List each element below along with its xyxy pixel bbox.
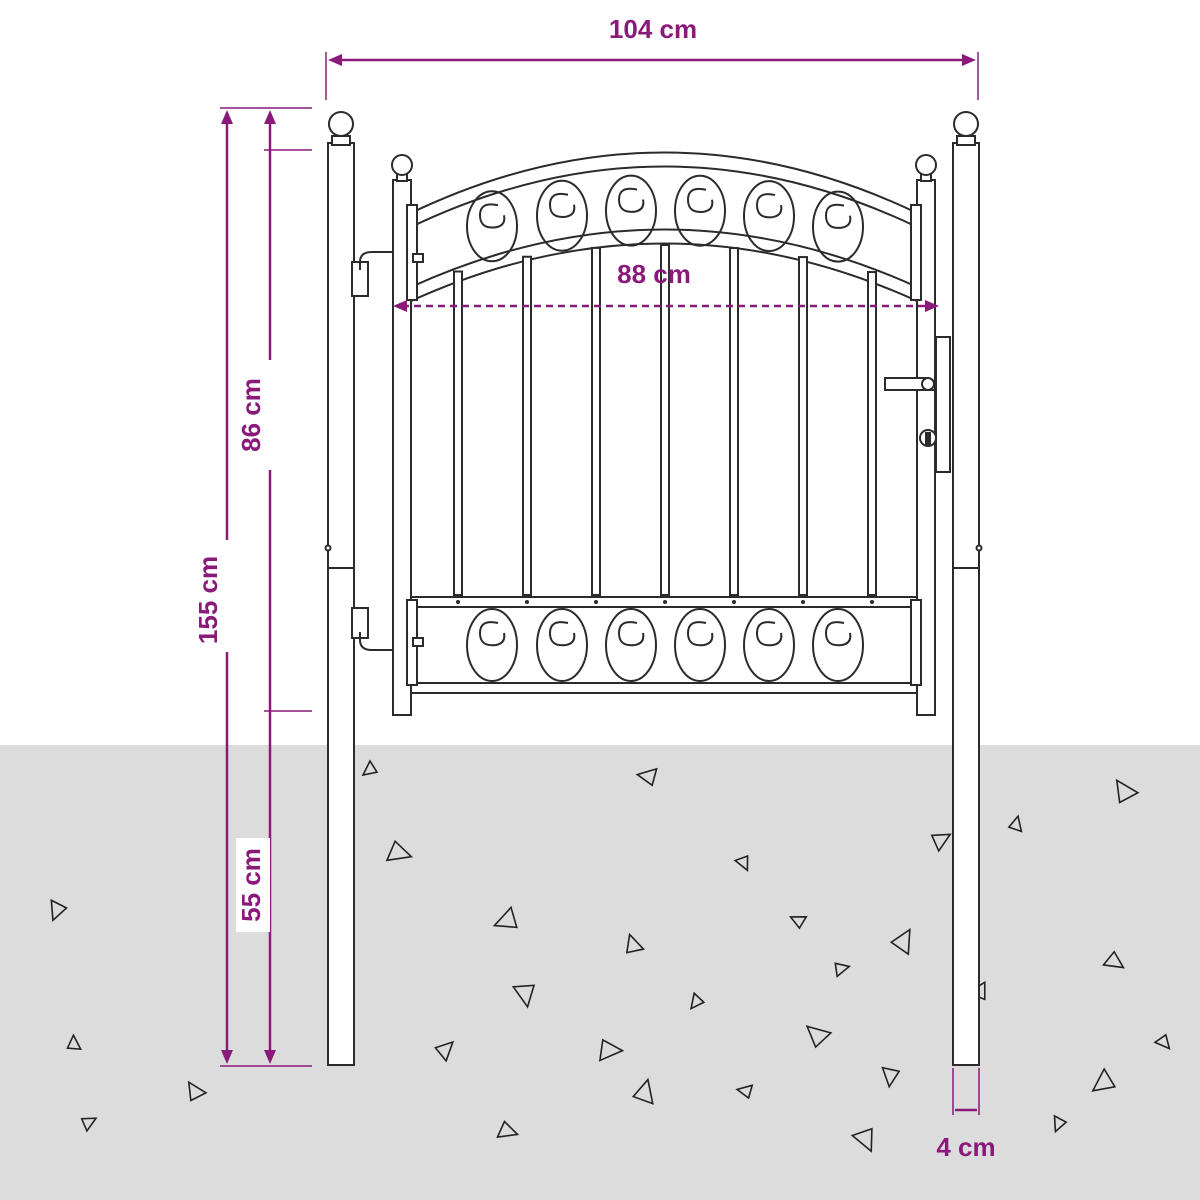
ground-stone (689, 991, 706, 1011)
ground-stone (511, 984, 536, 1009)
dimension-gate-width (393, 300, 939, 312)
left-post (324, 111, 355, 1066)
gate-bar (867, 271, 877, 596)
label-gate-height: 86 cm (236, 378, 266, 452)
gate-bar (453, 270, 463, 596)
label-post-width: 4 cm (936, 1132, 995, 1162)
ground-stone (1007, 814, 1023, 833)
ground-stone (187, 1080, 208, 1102)
ground-stone (50, 898, 68, 923)
ground-stone (361, 759, 379, 777)
label-buried-depth: 55 cm (236, 848, 266, 922)
ground-stone (881, 1066, 901, 1089)
ground-stone (735, 1084, 754, 1100)
ground-stone (635, 767, 658, 787)
ornament-oval (536, 608, 588, 682)
gate-bar (660, 244, 670, 597)
ornament-oval (674, 608, 726, 682)
lower-hinge (351, 607, 424, 651)
ornament-oval (674, 174, 726, 247)
ground-stone (889, 927, 911, 956)
ground-stone (1053, 1114, 1068, 1134)
ornament-oval (536, 179, 588, 252)
ground-stone (834, 962, 852, 978)
ground-area (0, 745, 1200, 1200)
ground-stone (1101, 950, 1125, 969)
ground-stone (80, 1117, 98, 1133)
label-total-width: 104 cm (609, 14, 697, 44)
ground-stone (434, 1040, 455, 1063)
ground-stone (66, 1033, 83, 1051)
ground-stone (1153, 1033, 1171, 1051)
ground-stone (733, 854, 749, 872)
ground-stone (625, 932, 646, 954)
ground-stone (788, 916, 808, 930)
ornament-oval (743, 608, 795, 682)
ground-stone (385, 839, 414, 862)
dimension-total-width (325, 52, 979, 100)
ornament-oval (466, 190, 518, 263)
ground-stone (496, 1120, 520, 1139)
label-gate-width: 88 cm (617, 259, 691, 289)
ornament-oval (605, 608, 657, 682)
right-post (952, 111, 983, 1066)
ground-stones (50, 759, 1171, 1153)
ornament-oval (466, 608, 518, 682)
ground-stone (805, 1025, 833, 1049)
ground-stone (930, 833, 952, 853)
gate-bar (798, 256, 808, 596)
ground-stone (850, 1127, 873, 1153)
ornament-oval (812, 608, 864, 682)
ornament-oval (812, 190, 864, 263)
ornament-oval (605, 174, 657, 247)
ground-stone (1115, 778, 1140, 804)
label-total-height: 155 cm (193, 556, 223, 644)
ground-stone (631, 1077, 654, 1105)
ground-stone (492, 905, 518, 929)
ground-stone (1091, 1067, 1117, 1092)
door-lock (884, 336, 951, 473)
ornament-oval (743, 180, 795, 253)
gate-bar (522, 255, 532, 596)
ground-stone (598, 1038, 625, 1062)
upper-hinge (351, 251, 424, 297)
gate-bar (729, 247, 739, 596)
gate-bars (453, 244, 877, 604)
dimension-post-width (952, 1068, 980, 1115)
gate-ornaments (466, 174, 864, 682)
gate-bar (591, 246, 601, 596)
